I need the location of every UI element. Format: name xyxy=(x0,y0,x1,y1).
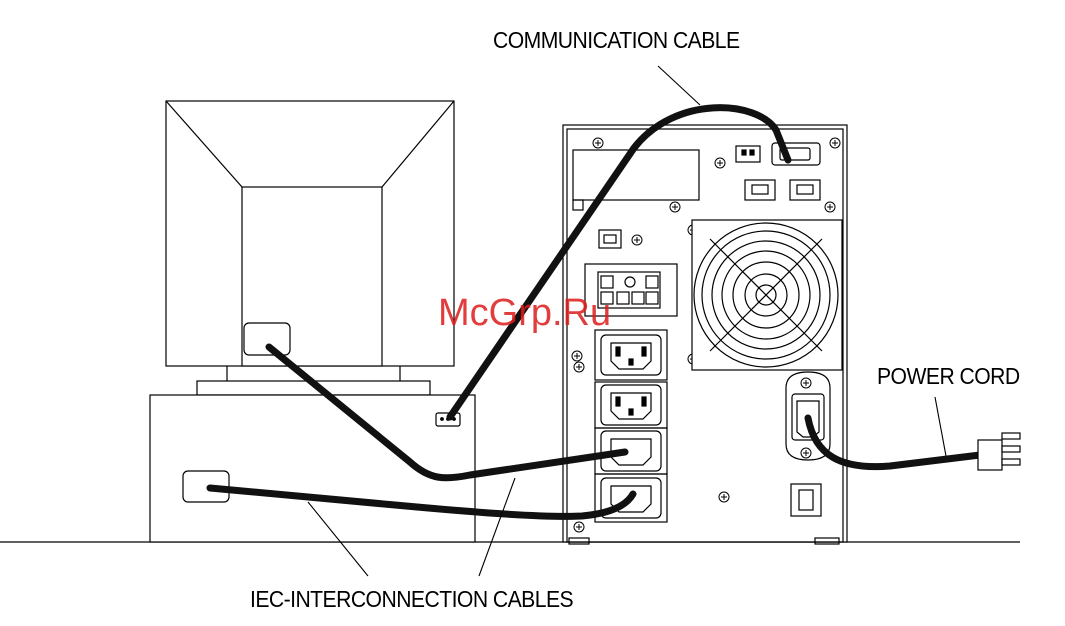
monitor-icon xyxy=(166,101,454,395)
iec-outlet-icon xyxy=(595,330,667,380)
communication-cable-label: COMMUNICATION CABLE xyxy=(493,27,740,54)
cooling-fan-icon xyxy=(692,220,842,370)
watermark-text: McGrp.Ru xyxy=(438,292,611,335)
power-plug-icon xyxy=(978,433,1020,470)
iec-cables-label: IEC-INTERCONNECTION CABLES xyxy=(250,586,573,613)
iec-outlet-icon xyxy=(595,382,667,428)
iec-outlet-icon xyxy=(595,428,667,474)
power-cord-label: POWER CORD xyxy=(877,363,1020,390)
computer-case-icon xyxy=(150,395,475,542)
